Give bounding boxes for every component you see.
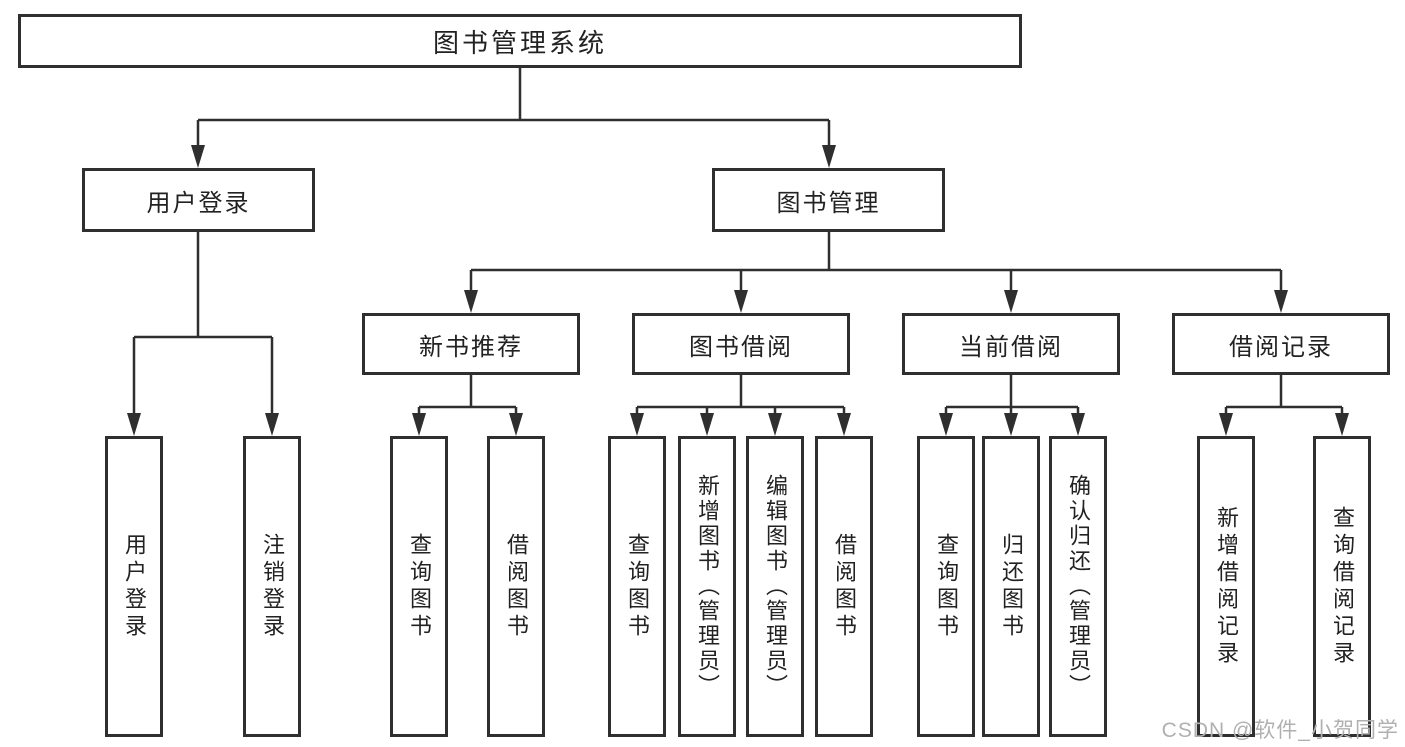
- leaf-query-borrow-record: 查询借阅记录: [1313, 436, 1371, 737]
- leaf-borrow-books-recommend: 借阅图书: [487, 436, 545, 737]
- leaf-add-borrow-record: 新增借阅记录: [1197, 436, 1255, 737]
- node-book-borrow: 图书借阅: [632, 313, 850, 375]
- node-new-book-recommend: 新书推荐: [362, 313, 580, 375]
- leaf-edit-book-admin: 编辑图书（管理员）: [746, 436, 804, 737]
- leaf-query-books-recommend: 查询图书: [390, 436, 448, 737]
- leaf-query-books-borrow: 查询图书: [608, 436, 666, 737]
- node-user-login: 用户登录: [82, 168, 315, 232]
- node-library-system: 图书管理系统: [18, 14, 1022, 68]
- leaf-logout: 注销登录: [243, 436, 301, 737]
- node-borrow-records: 借阅记录: [1172, 313, 1390, 375]
- node-book-management: 图书管理: [712, 168, 945, 232]
- leaf-borrow-books: 借阅图书: [815, 436, 873, 737]
- leaf-user-login: 用户登录: [105, 436, 163, 737]
- watermark: CSDN @软件_小贺同学: [1161, 719, 1399, 742]
- leaf-query-books-current: 查询图书: [917, 436, 975, 737]
- leaf-add-book-admin: 新增图书（管理员）: [678, 436, 736, 737]
- leaf-confirm-return-admin: 确认归还（管理员）: [1049, 436, 1107, 737]
- leaf-return-book: 归还图书: [982, 436, 1040, 737]
- node-current-borrow: 当前借阅: [902, 313, 1120, 375]
